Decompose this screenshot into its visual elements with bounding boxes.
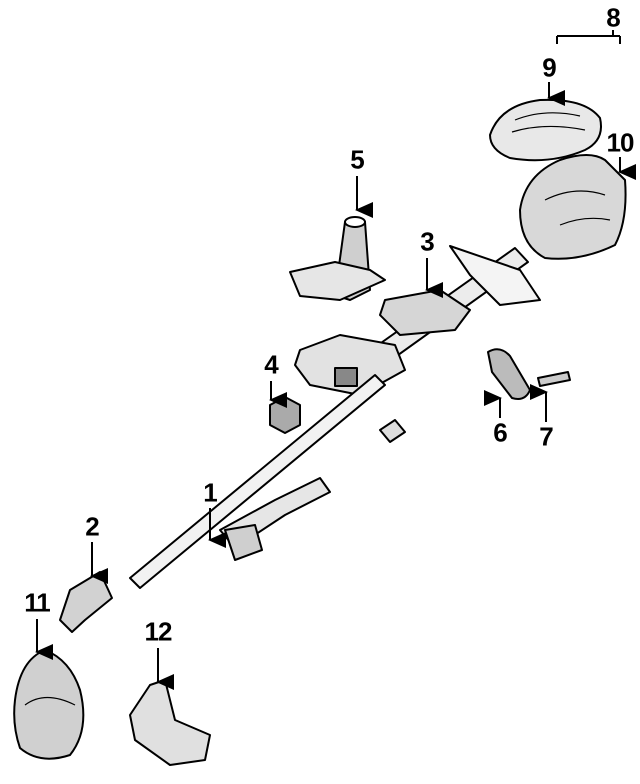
callout-1: 1 <box>203 477 218 508</box>
part-lower-column-cover <box>519 154 627 260</box>
part-upper-column-cover <box>489 98 602 162</box>
part-intermediate-shaft <box>129 374 406 589</box>
callout-7: 7 <box>539 421 554 452</box>
callout-leaders <box>35 30 636 690</box>
callout-12: 12 <box>144 616 173 647</box>
part-nut <box>269 396 301 434</box>
callout-11: 11 <box>24 587 50 618</box>
part-universal-joint <box>59 571 113 633</box>
callout-5: 5 <box>350 144 365 175</box>
callout-4: 4 <box>264 349 279 380</box>
part-steering-column <box>294 245 541 396</box>
part-lower-bracket <box>129 679 211 766</box>
callout-10: 10 <box>606 127 635 158</box>
part-column-bracket <box>289 216 386 301</box>
part-lever <box>487 348 531 400</box>
callout-8: 8 <box>606 2 621 33</box>
callout-2: 2 <box>85 511 100 542</box>
callout-3: 3 <box>420 226 435 257</box>
part-dust-boot <box>13 649 85 760</box>
callout-6: 6 <box>493 417 508 448</box>
part-bolt <box>537 371 571 387</box>
callout-9: 9 <box>542 52 557 83</box>
